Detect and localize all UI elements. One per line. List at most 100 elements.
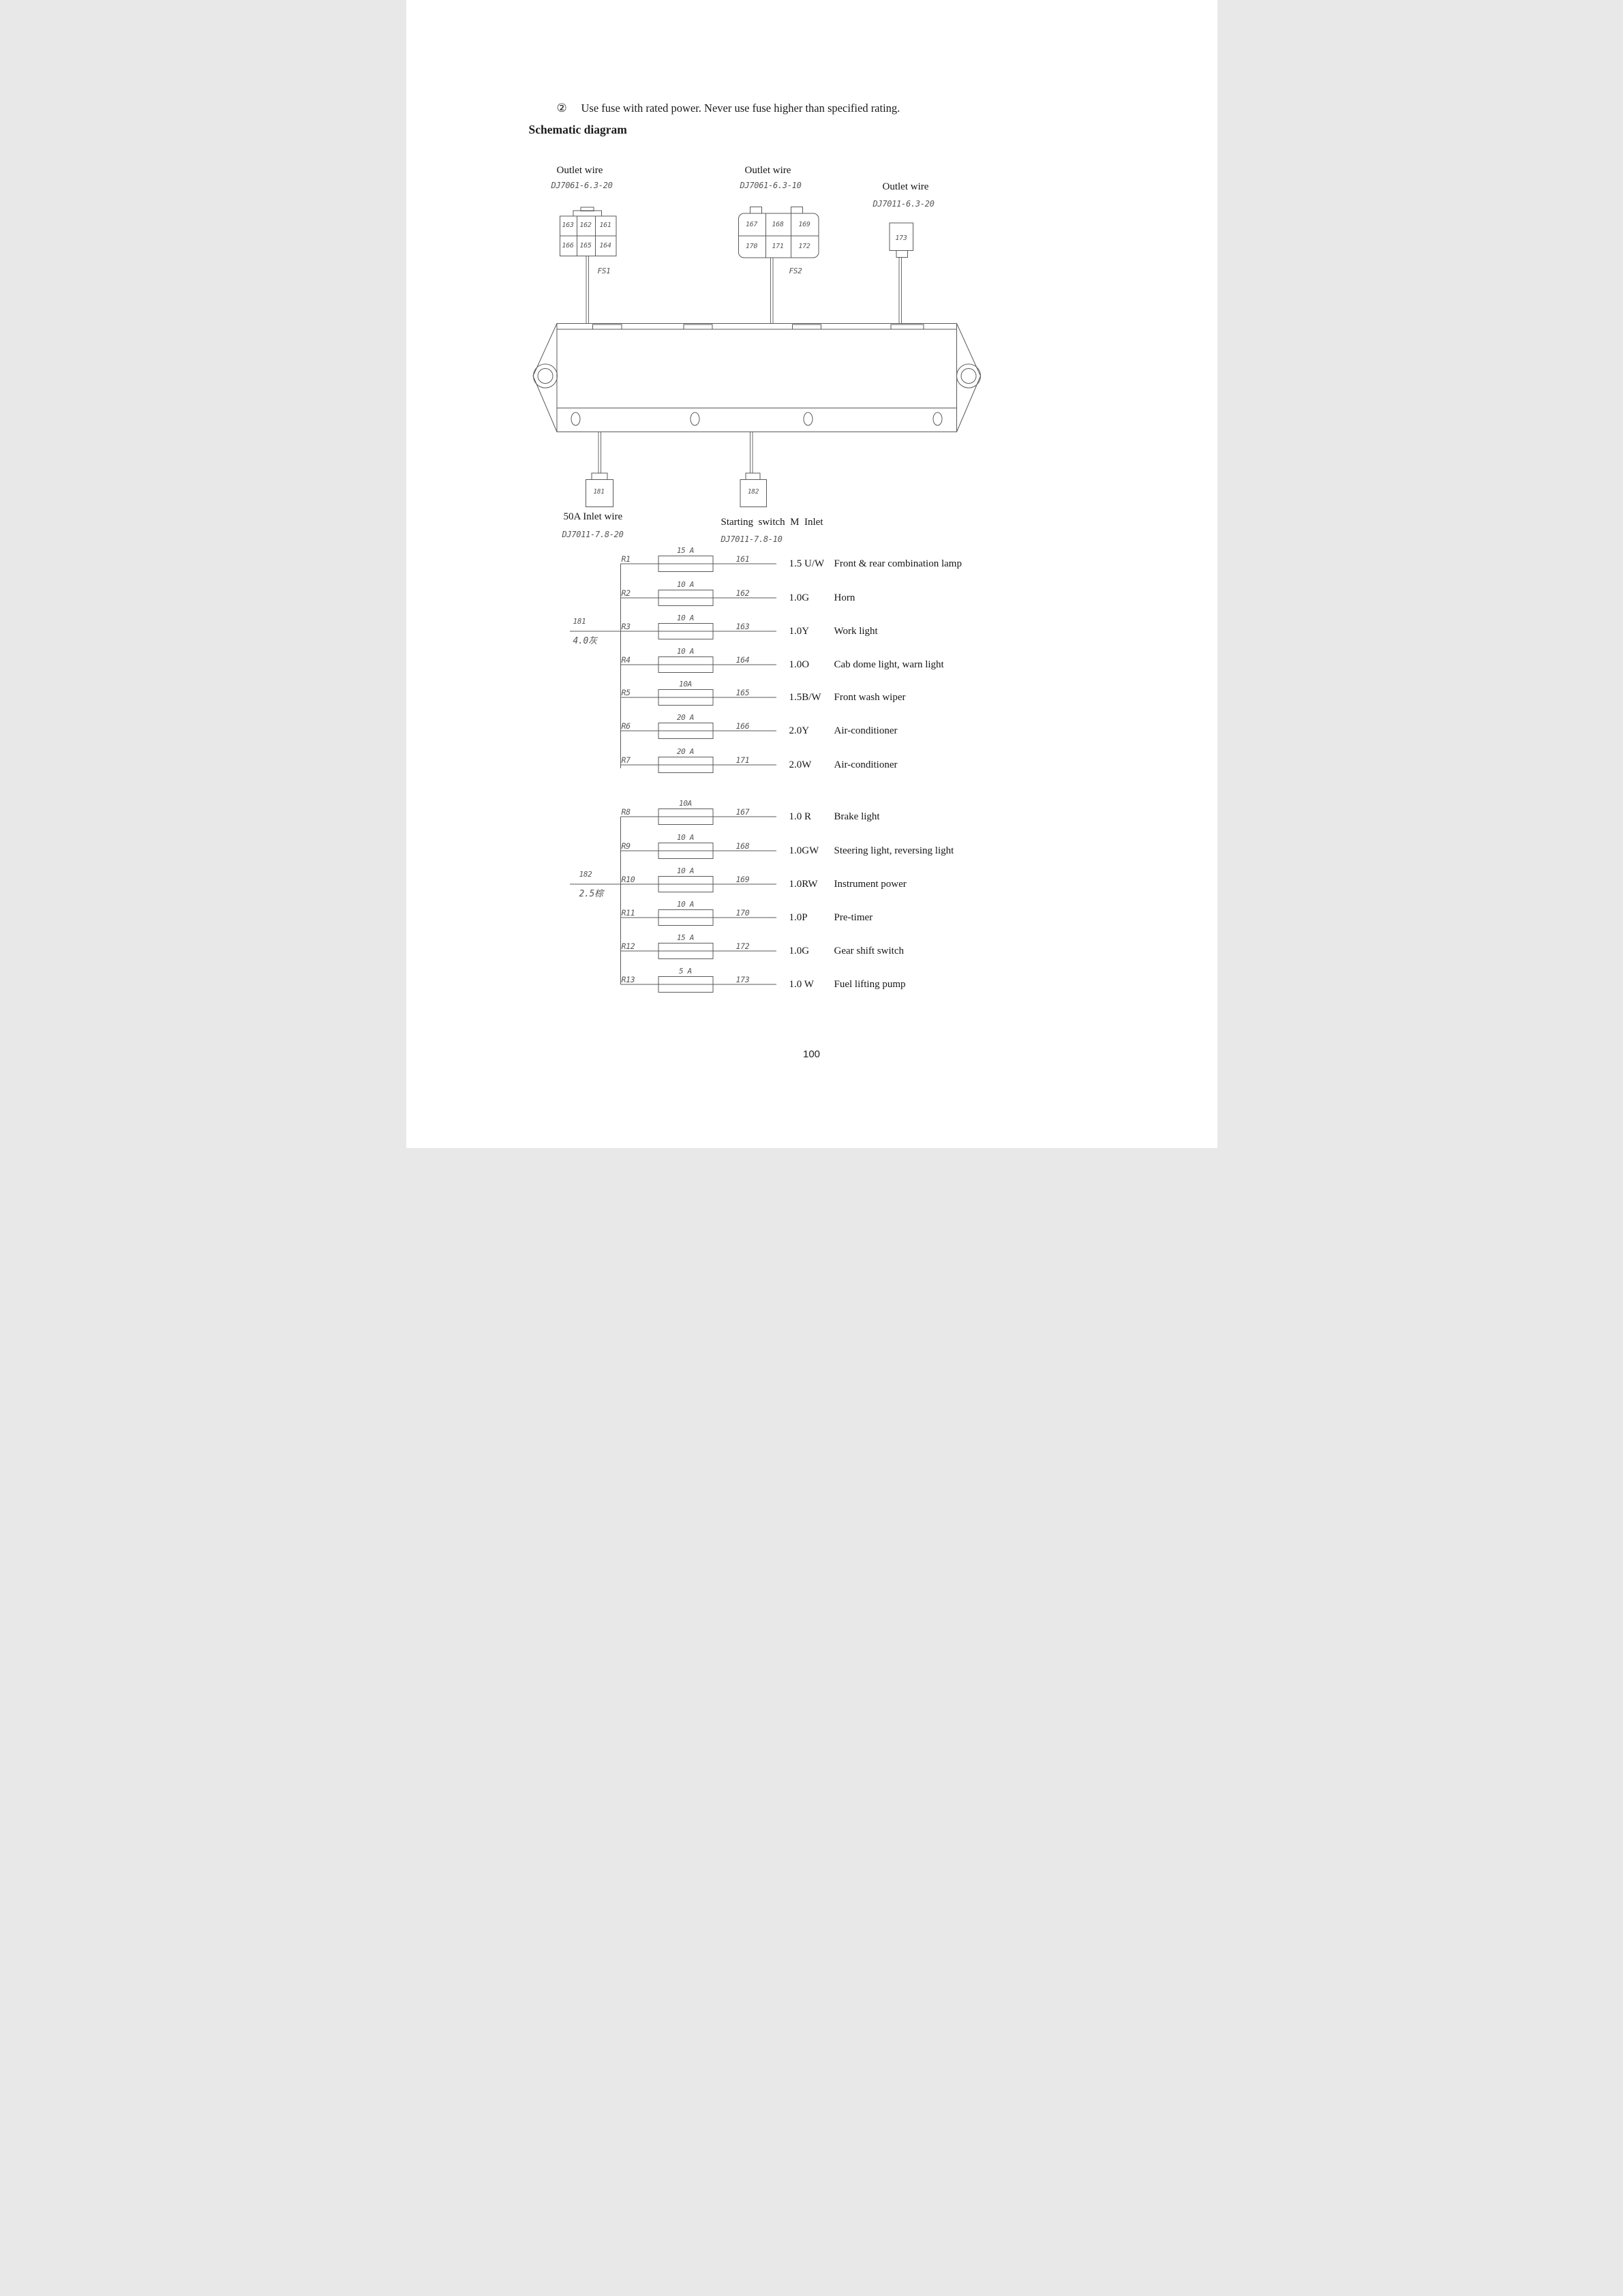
circuit-desc: 1.5B/W Front wash wiper <box>789 691 906 704</box>
relay-label: R5 <box>621 688 631 697</box>
circuit-name: Air-conditioner <box>834 759 898 770</box>
wire-code: 1.0GW <box>789 845 819 856</box>
inlet1-part-number: DJ7011-7.8-20 <box>562 530 624 539</box>
fs2-cell: 170 <box>745 243 758 250</box>
wire-code: 1.0G <box>789 592 810 603</box>
relay-label: R11 <box>621 908 635 918</box>
connector-173 <box>889 222 913 324</box>
fs2-tag: FS2 <box>789 267 802 275</box>
inlet-connector-181-label: 181 <box>593 488 605 496</box>
wire-code: 1.0Y <box>789 626 810 637</box>
wire-number: 162 <box>735 588 750 598</box>
intro-text: Use fuse with rated power. Never use fus… <box>581 102 900 115</box>
amp-rating: 10A <box>679 799 692 808</box>
fs1-cell: 163 <box>562 222 574 229</box>
feed-182-id: 182 <box>579 870 592 879</box>
inlet1-title: 50A Inlet wire <box>563 511 623 522</box>
wire-number: 169 <box>735 875 750 884</box>
outlet2-title: Outlet wire <box>744 165 791 176</box>
amp-rating: 10A <box>679 680 692 689</box>
outlet2-part-number: DJ7061-6.3-10 <box>740 181 802 190</box>
circuit-desc: 2.0W Air-conditioner <box>789 758 898 772</box>
circuit-desc: 1.0G Horn <box>789 591 855 605</box>
wire-number: 163 <box>735 622 750 631</box>
amp-rating: 10 A <box>676 833 695 842</box>
fuse-row-r9: R9 10 A 168 1.0GW Steering light, reversi… <box>406 830 1217 871</box>
wire-code: 1.0O <box>789 659 810 670</box>
circuit-desc: 1.0P Pre-timer <box>789 911 873 924</box>
fs2-cell: 167 <box>745 221 758 228</box>
feed-182-wire: 2.5棕 <box>579 889 604 899</box>
circuit-name: Front wash wiper <box>834 692 906 703</box>
fs1-cell: 161 <box>599 222 611 229</box>
relay-label: R8 <box>621 807 631 817</box>
inlet-wires <box>598 432 753 473</box>
circuit-desc: 1.0O Cab dome light, warn light <box>789 658 944 671</box>
amp-rating: 20 A <box>676 713 695 722</box>
wire-number: 164 <box>735 655 750 665</box>
wire-number: 166 <box>735 721 750 731</box>
fs1-cell: 166 <box>562 242 574 250</box>
outlet3-part-number: DJ7011-6.3-20 <box>873 199 935 209</box>
wire-code: 1.5B/W <box>789 692 821 703</box>
circuit-name: Gear shift switch <box>834 946 904 956</box>
outlet1-title: Outlet wire <box>556 165 603 176</box>
bus-181 <box>569 556 776 773</box>
cell-173: 173 <box>895 235 907 242</box>
amp-rating: 10 A <box>676 866 695 875</box>
amp-rating: 5 A <box>679 967 692 976</box>
wire-number: 172 <box>735 941 750 951</box>
relay-label: R1 <box>621 554 631 564</box>
fuse-box <box>532 323 981 432</box>
amp-rating: 10 A <box>676 614 695 622</box>
wire-code: 2.0Y <box>789 725 810 736</box>
circuit-name: Work light <box>834 626 878 637</box>
schematic-line-art <box>532 207 981 993</box>
relay-label: R13 <box>621 975 635 984</box>
page-number: 100 <box>802 1048 821 1060</box>
intro-note: ② Use fuse with rated power. Never use f… <box>557 102 900 115</box>
wire-code: 2.0W <box>789 759 812 770</box>
wire-code: 1.5 U/W <box>789 558 825 569</box>
fs1-cell: 164 <box>599 242 611 250</box>
relay-label: R9 <box>621 841 631 851</box>
wire-number: 168 <box>735 841 750 851</box>
fs2-cell: 171 <box>772 243 784 250</box>
wire-code: 1.0 R <box>789 811 812 822</box>
connector-182 <box>740 472 767 507</box>
circuit-desc: 1.0GW Steering light, reversing light <box>789 844 954 858</box>
circuit-desc: 1.5 U/W Front & rear combination lamp <box>789 557 962 571</box>
wire-number: 167 <box>735 807 750 817</box>
fs1-tag: FS1 <box>597 267 611 275</box>
inlet2-title: Starting switch M Inlet <box>721 517 823 528</box>
circuit-name: Horn <box>834 592 855 603</box>
circuit-name: Cab dome light, warn light <box>834 659 944 670</box>
wire-code: 1.0 W <box>789 979 814 990</box>
fs1-cell: 162 <box>579 222 592 229</box>
connector-181 <box>585 472 613 507</box>
circuit-name: Steering light, reversing light <box>834 845 954 856</box>
wire-number: 165 <box>735 688 750 697</box>
outlet3-title: Outlet wire <box>882 181 929 192</box>
amp-rating: 10 A <box>676 580 695 589</box>
circuit-name: Pre-timer <box>834 912 873 923</box>
circuit-name: Front & rear combination lamp <box>834 558 962 569</box>
fuse-row-r5: R5 10A 165 1.5B/W Front wash wiper <box>406 677 1217 718</box>
circuit-name: Air-conditioner <box>834 725 898 736</box>
fs2-cell: 168 <box>772 221 784 228</box>
wire-number: 171 <box>735 755 750 765</box>
wire-number: 173 <box>735 975 750 984</box>
wire-code: 1.0P <box>789 912 808 923</box>
amp-rating: 10 A <box>676 900 695 909</box>
relay-label: R10 <box>621 875 635 884</box>
